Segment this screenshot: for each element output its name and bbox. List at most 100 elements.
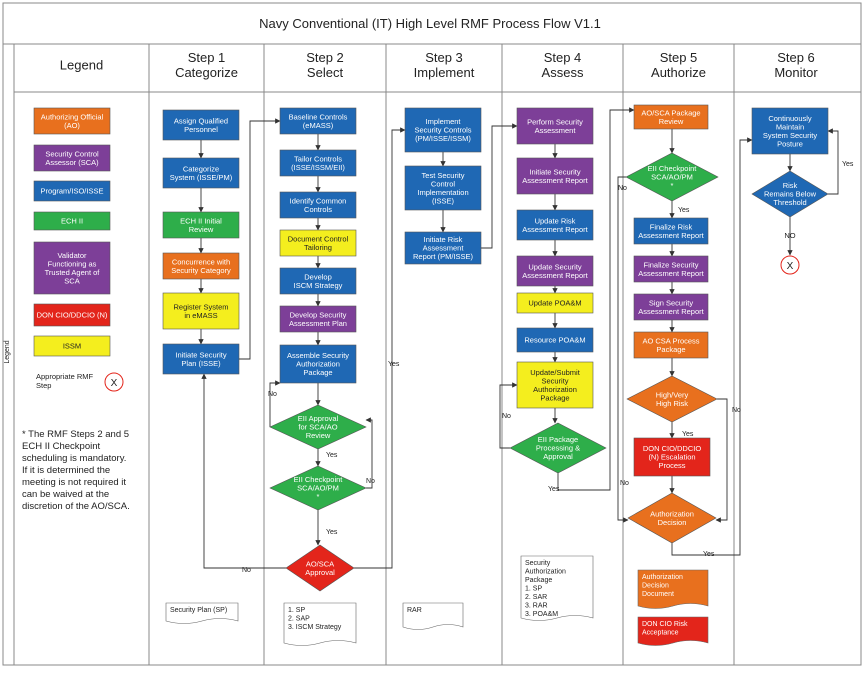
document-label: Security Plan (SP) [170, 607, 227, 614]
edge-label: Yes [326, 529, 338, 536]
end-terminator: NOX [780, 231, 800, 275]
node-label: Tailor Controls(ISSE/ISSM/EII) [291, 154, 345, 172]
legend-item: DON CIO/DDCIO (N) [33, 303, 111, 327]
legend: Authorizing Official(AO) Security Control… [22, 107, 130, 512]
connector-no-loop-2 [365, 417, 373, 489]
edge-label: Yes [842, 161, 854, 168]
connector-no-loop [269, 380, 281, 427]
connector-no-to-step1 [201, 373, 286, 569]
diagram-title: Navy Conventional (IT) High Level RMF Pr… [259, 16, 601, 31]
legend-item: ISSM [33, 335, 111, 357]
edge-label: Yes [678, 207, 690, 214]
legend-end-symbol: X [111, 378, 118, 389]
edge-label: Yes [388, 361, 400, 368]
connector-yes-to-step3 [354, 127, 406, 569]
legend-label: Program/ISO/ISSE [41, 187, 104, 196]
legend-label: Authorizing Official(AO) [41, 112, 104, 130]
end-label: NO [784, 231, 795, 240]
document-label: RAR [407, 607, 422, 614]
legend-item: ECH II [33, 211, 111, 231]
connectors [198, 107, 839, 569]
legend-label: ISSM [63, 342, 81, 351]
connector-yes-to-step5 [557, 107, 635, 491]
node-s4e: Update POA&M [516, 292, 594, 314]
document-d3: RAR [402, 602, 464, 630]
frame: Navy Conventional (IT) High Level RMF Pr… [2, 2, 862, 666]
edge-label: Yes [682, 431, 694, 438]
legend-item: Authorizing Official(AO) [33, 107, 111, 135]
connector-yes-loop [827, 128, 839, 195]
edge-label: No [268, 391, 277, 398]
node-s2b: Tailor Controls(ISSE/ISSM/EII) [279, 149, 357, 177]
edge-label: Yes [326, 452, 338, 459]
edge-label: No [732, 407, 741, 414]
connector-no-to-decision [617, 176, 629, 523]
node-label: Baseline Controls(eMASS) [289, 112, 348, 130]
legend-label: ECH II [61, 217, 83, 226]
edge-label: No [620, 480, 629, 487]
connector-yes-to-step6 [671, 137, 753, 556]
connector-s3-to-s4 [481, 123, 518, 249]
connector-no-to-decision-2 [715, 398, 728, 523]
node-label: Resource POA&M [524, 336, 585, 345]
